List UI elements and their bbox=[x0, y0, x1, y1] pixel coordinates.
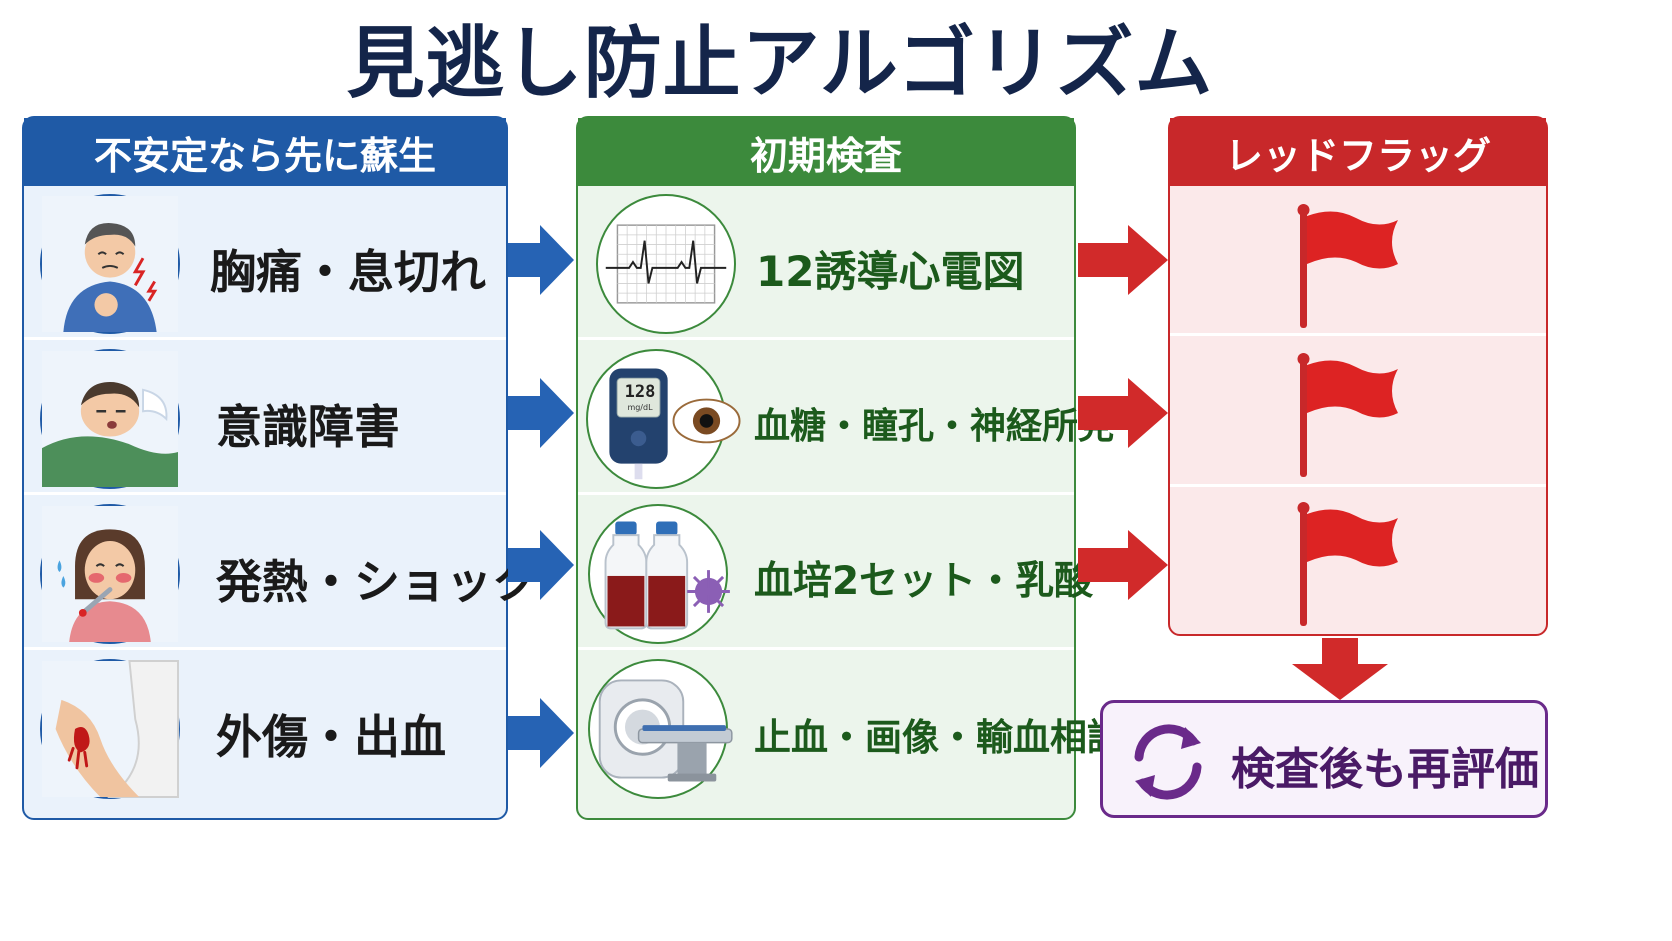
glucose-meter-unit: mg/dL bbox=[627, 403, 653, 412]
unconscious-person-icon bbox=[40, 349, 180, 489]
arrow-right-icon bbox=[1078, 225, 1168, 295]
glucose-meter-reading: 128 bbox=[624, 382, 656, 402]
red-flag-row bbox=[1170, 188, 1546, 336]
arrow-right-icon bbox=[508, 698, 574, 768]
initial-tests-panel: 初期検査 12誘導心電図 bbox=[576, 116, 1124, 820]
fever-person-icon bbox=[40, 504, 180, 644]
resuscitation-header-label: 不安定なら先に蘇生 bbox=[93, 133, 436, 178]
symptom-label-altered-consciousness: 意識障害 bbox=[216, 400, 400, 454]
symptom-row-altered-consciousness: 意識障害 bbox=[24, 343, 506, 495]
arrow-down-icon bbox=[1292, 638, 1388, 700]
initial-tests-header-label: 初期検査 bbox=[749, 133, 902, 178]
test-row-imaging: 止血・画像・輸血相談 bbox=[578, 653, 1124, 818]
refresh-cycle-icon bbox=[1134, 724, 1202, 800]
glucose-meter-eye-icon: 128 mg/dL bbox=[586, 349, 741, 489]
blood-culture-bottles-icon bbox=[588, 504, 730, 644]
red-flags-header: レッドフラッグ bbox=[1170, 118, 1546, 186]
arrow-right-icon bbox=[1078, 530, 1168, 600]
test-label-ecg: 12誘導心電図 bbox=[756, 247, 1025, 296]
symptom-row-trauma-bleeding: 外傷・出血 bbox=[24, 653, 506, 818]
red-flag-icon bbox=[1297, 502, 1398, 626]
arrow-right-icon bbox=[508, 378, 574, 448]
page-title: 見逃し防止アルゴリズム bbox=[346, 19, 1214, 109]
test-row-ecg: 12誘導心電図 bbox=[578, 188, 1074, 340]
red-flags-panel: レッドフラッグ bbox=[1168, 116, 1548, 636]
test-label-glucose-pupil: 血糖・瞳孔・神経所見 bbox=[754, 406, 1115, 447]
symptom-label-trauma-bleeding: 外傷・出血 bbox=[216, 710, 446, 764]
initial-tests-header: 初期検査 bbox=[578, 118, 1074, 186]
symptom-label-fever-shock: 発熱・ショック bbox=[216, 555, 538, 609]
symptom-row-chest-pain: 胸痛・息切れ bbox=[24, 188, 506, 340]
arrow-right-icon bbox=[508, 530, 574, 600]
reassess-box: 検査後も再評価 bbox=[1100, 700, 1548, 818]
red-flag-row bbox=[1170, 490, 1546, 636]
arrow-right-icon bbox=[1078, 378, 1168, 448]
symptom-label-chest-pain: 胸痛・息切れ bbox=[210, 245, 486, 299]
chest-pain-person-icon bbox=[40, 194, 180, 334]
ct-scanner-icon bbox=[588, 659, 733, 799]
arrow-right-icon bbox=[508, 225, 574, 295]
bleeding-arm-icon bbox=[40, 659, 180, 799]
test-row-blood-culture: 血培2セット・乳酸 bbox=[578, 498, 1093, 650]
resuscitation-header: 不安定なら先に蘇生 bbox=[24, 118, 506, 186]
test-label-blood-culture: 血培2セット・乳酸 bbox=[754, 559, 1094, 604]
red-flag-row bbox=[1170, 339, 1546, 487]
red-flag-icon bbox=[1297, 353, 1398, 477]
red-flags-header-label: レッドフラッグ bbox=[1224, 133, 1491, 178]
red-flag-icon bbox=[1297, 204, 1398, 328]
ecg-icon bbox=[596, 194, 736, 334]
test-row-glucose-pupil: 128 mg/dL 血糖・瞳孔・神経所見 bbox=[578, 343, 1114, 495]
reassess-label: 検査後も再評価 bbox=[1231, 744, 1539, 795]
symptom-row-fever-shock: 発熱・ショック bbox=[24, 498, 538, 650]
resuscitation-panel: 不安定なら先に蘇生 胸痛・息切れ bbox=[22, 116, 538, 820]
test-label-imaging: 止血・画像・輸血相談 bbox=[754, 716, 1124, 759]
